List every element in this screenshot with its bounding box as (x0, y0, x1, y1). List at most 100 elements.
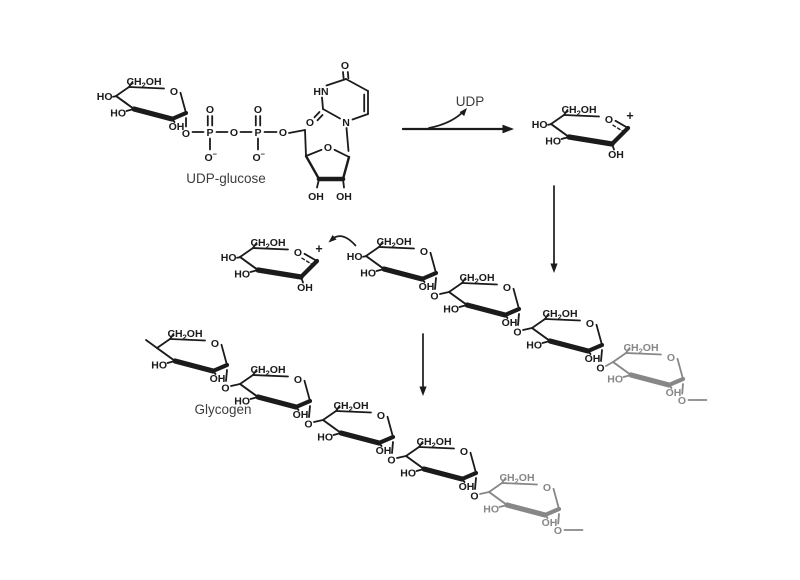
glycosidic-oxygen-label: O (678, 395, 686, 407)
hydroxyl-label: HO (347, 251, 363, 263)
atom-label-ch2oh: CH2OH (561, 104, 596, 118)
hydroxyl-label: HO (234, 395, 250, 407)
hydroxyl-label: HO (607, 373, 623, 385)
hydroxyl-label: HO (545, 135, 561, 147)
atom-label-ch2oh: CH2OH (376, 236, 411, 250)
glycogen-caption: Glycogen (194, 402, 252, 417)
atom-label-ch2oh: CH2OH (499, 472, 534, 486)
glycosidic-oxygen-label: O (554, 525, 562, 537)
ring-oxygen-label: O (420, 246, 428, 258)
attack-arrow (328, 234, 357, 247)
ribose-hydroxyl-label: OH (308, 191, 324, 203)
ring-oxygen-label: O (586, 318, 594, 330)
hydroxyl-label: OH (297, 282, 313, 294)
udp-leaving-arrow-curve (428, 109, 466, 129)
hydroxyl-label: OH (608, 149, 624, 161)
ring-oxygen-label: O (503, 282, 511, 294)
uracil-n3-label: HN (313, 86, 328, 98)
ring-oxygen-label: O (294, 374, 302, 386)
hydroxyl-label: HO (483, 503, 499, 515)
phosphoryl-oxygen-label: O (206, 104, 214, 116)
hydroxyl-label: OH (459, 481, 475, 493)
ribose-oxygen-label: O (324, 142, 332, 154)
ring-oxygen-label: O (294, 247, 302, 259)
uracil-carbonyl-oxygen-label: O (341, 60, 349, 72)
hydroxyl-label: OH (585, 353, 601, 365)
ring-oxygen-label: O (377, 410, 385, 422)
plus-charge-label: + (626, 109, 633, 123)
atom-label-ch2oh: CH2OH (250, 364, 285, 378)
to-cation-arrow (550, 185, 558, 273)
hydroxyl-label: OH (169, 121, 185, 133)
hydroxyl-label: OH (419, 281, 435, 293)
hydroxyl-label: HO (234, 268, 250, 280)
ring-oxygen-label: O (211, 338, 219, 350)
attack-arrow-curve (330, 235, 357, 247)
reaction-arrow (401, 124, 514, 134)
atom-label-o-minus: O− (253, 149, 266, 164)
arrowhead-icon (459, 108, 467, 117)
hydroxyl-label: HO (400, 467, 416, 479)
glycosidic-oxygen-label: O (387, 454, 395, 466)
glycosidic-oxygen-label: O (221, 382, 229, 394)
uracil-carbonyl-oxygen-label: O (306, 117, 314, 129)
hydroxyl-label: HO (110, 107, 126, 119)
glycosidic-oxygen-label: O (470, 490, 478, 502)
hydroxyl-label: HO (97, 91, 113, 103)
ring-oxygen-label: O (170, 86, 178, 98)
bridge-oxygen-label: O (279, 127, 287, 139)
to-glycogen-arrow (419, 333, 427, 396)
hydroxyl-label: HO (443, 303, 459, 315)
atom-label-ch2oh: CH2OH (250, 237, 285, 251)
ring-oxygen-label: O (460, 446, 468, 458)
glycosidic-oxygen-label: O (430, 290, 438, 302)
arrowhead-icon (502, 124, 514, 134)
ribose-hydroxyl-label: OH (336, 191, 352, 203)
hydroxyl-label: HO (360, 267, 376, 279)
atom-label-o-minus: O− (205, 149, 218, 164)
phosphoryl-oxygen-label: O (254, 104, 262, 116)
hydroxyl-label: HO (317, 431, 333, 443)
ring-oxygen-label: O (605, 114, 613, 126)
atom-label-ch2oh: CH2OH (542, 308, 577, 322)
glycosidic-oxygen-label: O (182, 128, 190, 140)
hydroxyl-label: OH (666, 387, 682, 399)
ring-oxygen-label: O (667, 352, 675, 364)
atom-label-ch2oh: CH2OH (126, 76, 161, 90)
glycosidic-oxygen-label: O (596, 362, 604, 374)
udp-leaving-group-caption: UDP (455, 94, 485, 109)
glycosidic-oxygen-label: O (513, 326, 521, 338)
phosphorus-label: P (254, 127, 261, 139)
udp-leaving-arrow (428, 108, 467, 129)
atom-label-ch2oh: CH2OH (333, 400, 368, 414)
plus-charge-label: + (315, 242, 322, 256)
phosphorus-label: P (206, 127, 213, 139)
hydroxyl-label: OH (210, 373, 226, 385)
arrowhead-icon (419, 386, 427, 396)
glycosidic-oxygen-label: O (304, 418, 312, 430)
udp-glucose-caption: UDP-glucose (186, 171, 266, 186)
hydroxyl-label: OH (542, 517, 558, 529)
molecule-drawing: OCH2OHHOHOOHO+OCH2OHHOHOOH+OCH2OHHOHOOHO… (97, 60, 708, 537)
hydroxyl-label: OH (502, 317, 518, 329)
bridge-oxygen-label: O (230, 127, 238, 139)
atom-label-ch2oh: CH2OH (623, 342, 658, 356)
ring-oxygen-label: O (543, 482, 551, 494)
hydroxyl-label: OH (293, 409, 309, 421)
arrowhead-icon (550, 263, 558, 273)
hydroxyl-label: HO (151, 359, 167, 371)
uracil-n1-label: N (342, 117, 350, 129)
